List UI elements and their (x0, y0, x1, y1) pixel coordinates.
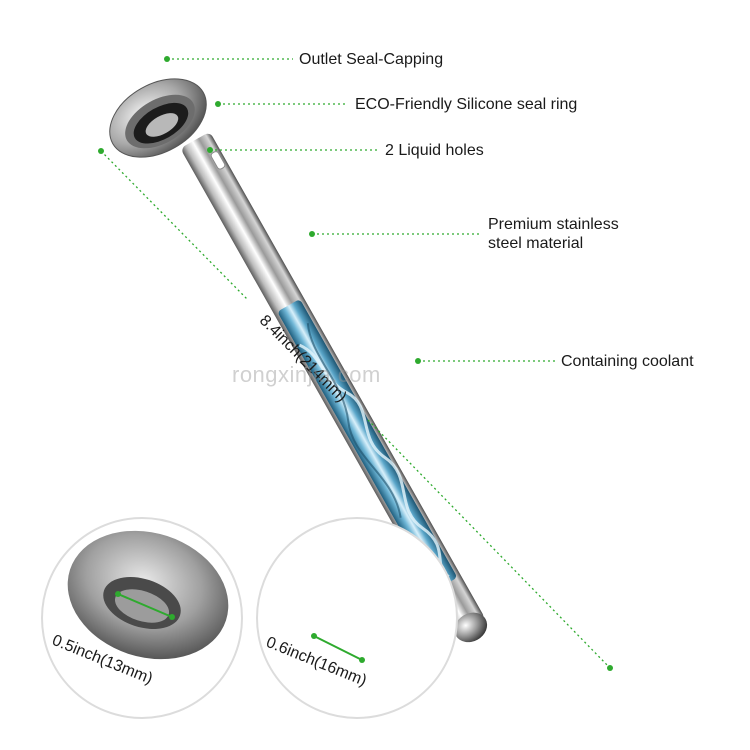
steel-rod (182, 133, 488, 643)
silicone-ring-label: ECO-Friendly Silicone seal ring (355, 96, 578, 113)
steel-material-line2: steel material (488, 235, 584, 252)
coolant-window (278, 300, 456, 589)
seal-cap (109, 78, 207, 158)
coolant-label: Containing coolant (561, 353, 694, 370)
cap-detail-circle (41, 517, 243, 719)
leader-lines (100, 58, 611, 669)
leader-dots (98, 56, 613, 671)
watermark: rongxinjia.com (232, 362, 381, 387)
liquid-holes-label: 2 Liquid holes (385, 142, 484, 159)
steel-material-line1: Premium stainless (488, 216, 619, 233)
tip-detail-circle (256, 517, 458, 719)
outlet-seal-label: Outlet Seal-Capping (299, 51, 444, 68)
liquid-hole (210, 151, 226, 170)
steel-material-label: Premium stainless steel material (488, 215, 658, 253)
rod-tip (454, 612, 488, 643)
